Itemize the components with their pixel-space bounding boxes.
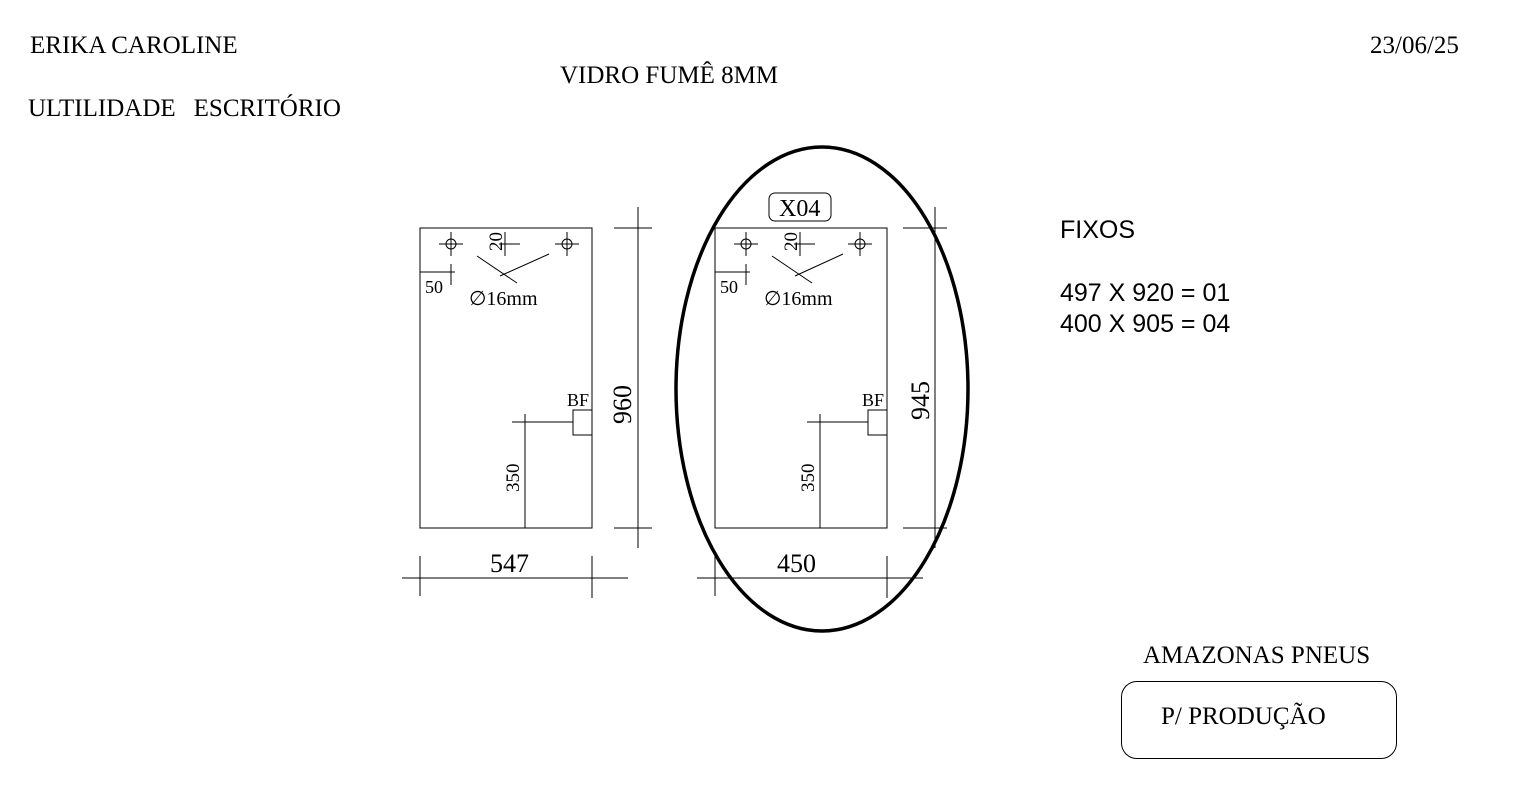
bf-height-label: 350 (503, 464, 524, 493)
panel-right-height-label: 945 (906, 381, 935, 420)
quantity-tag-box (768, 192, 832, 222)
hole-offset-label: 20 (781, 232, 802, 251)
hole-right-1 (734, 232, 758, 256)
pieces-list: 497 X 920 = 01 400 X 905 = 04 (1060, 278, 1230, 340)
hole-left-2 (555, 232, 579, 256)
panel-left: 20 50 ∅16mm BF 350 960 547 (402, 207, 652, 598)
panel-left-height-label: 960 (608, 385, 637, 424)
drawing-date: 23/06/25 (1370, 32, 1459, 59)
usage-value: ESCRITÓRIO (193, 95, 341, 122)
bf-label: BF (567, 390, 589, 410)
hole-right-2 (848, 232, 872, 256)
production-stamp-text: P/ PRODUÇÃO (1161, 703, 1326, 730)
panel-left-outline (419, 227, 593, 529)
panel-right: 20 50 ∅16mm BF 350 945 450 X04 (674, 145, 970, 633)
usage-line: ULTILIDADE ESCRITÓRIO (28, 95, 341, 123)
company-name: AMAZONAS PNEUS (1143, 642, 1371, 669)
edge-offset-label: 50 (720, 277, 738, 297)
highlight-ellipse (674, 145, 970, 633)
piece-row: 400 X 905 = 04 (1060, 310, 1231, 338)
usage-label: ULTILIDADE (28, 95, 176, 122)
bf-label: BF (862, 390, 884, 410)
quantity-tag: X04 (779, 196, 820, 222)
panel-left-width-label: 547 (490, 549, 529, 578)
piece-row: 497 X 920 = 01 (1060, 279, 1231, 307)
hole-offset-label: 20 (486, 232, 507, 251)
edge-offset-label: 50 (425, 277, 443, 297)
hole-left-1 (439, 232, 463, 256)
production-stamp-box (1121, 681, 1397, 759)
hole-diameter-label: ∅16mm (469, 288, 538, 310)
panel-right-width-label: 450 (777, 549, 816, 578)
hole-diameter-label: ∅16mm (764, 288, 833, 310)
pieces-title: FIXOS (1060, 216, 1136, 244)
bf-height-label: 350 (798, 464, 819, 493)
client-name: ERIKA CAROLINE (30, 32, 238, 59)
panel-right-outline (714, 227, 888, 529)
glass-type: VIDRO FUMÊ 8MM (560, 62, 779, 89)
